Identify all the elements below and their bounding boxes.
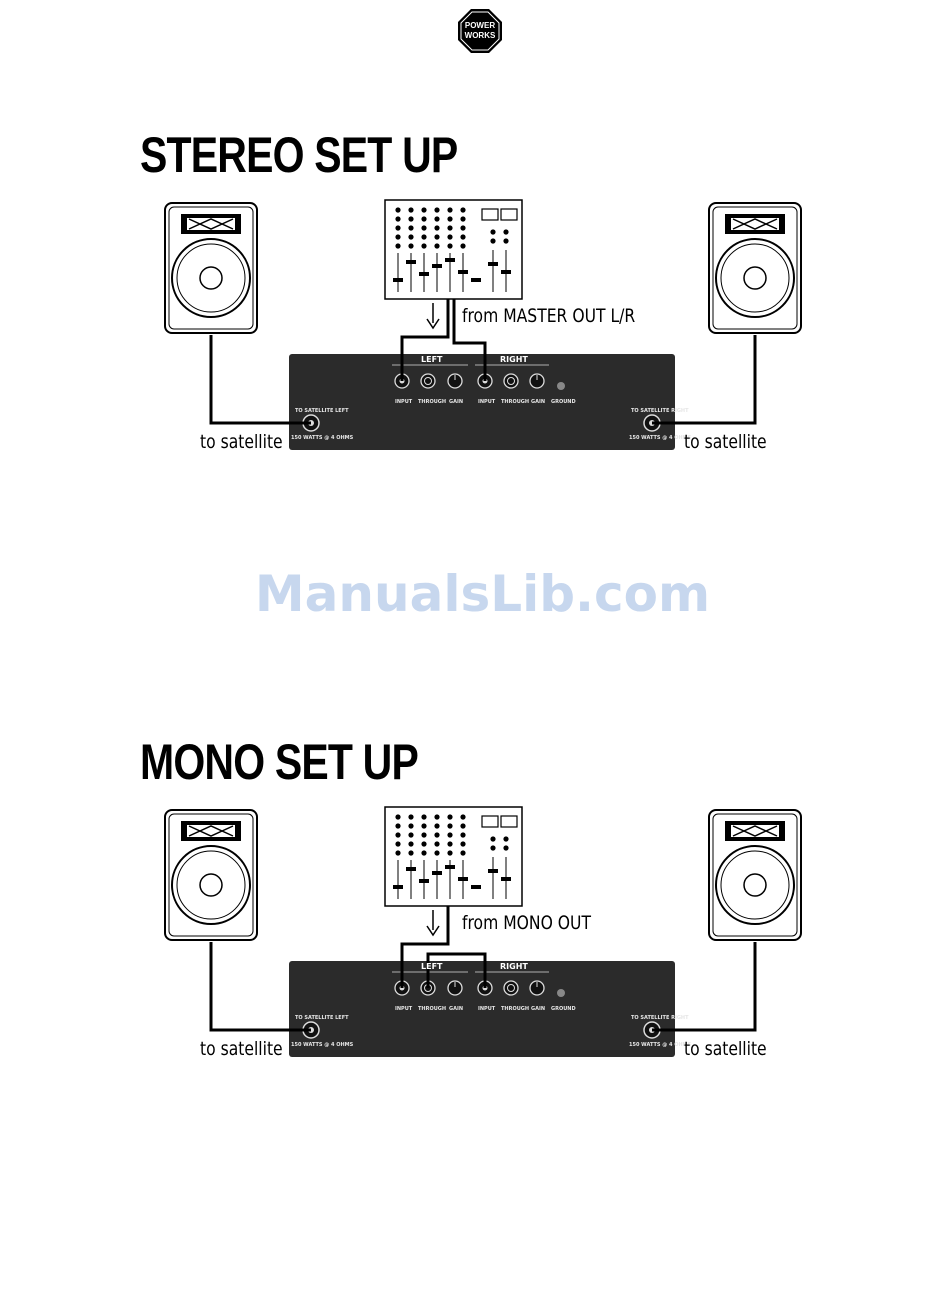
amp-through-label: THROUGH — [418, 1006, 447, 1012]
amp-power-left-label: 150 WATTS @ 4 OHMS — [291, 435, 354, 441]
cables — [209, 906, 757, 1032]
watermark: ManualsLib.com — [254, 565, 711, 623]
amp-left-channel-label: LEFT — [421, 355, 443, 364]
mono-setup-diagram: LEFT RIGHT INPUT THROUGH GAIN INPUT THRO… — [0, 802, 950, 1102]
mono-setup-title: MONO SET UP — [140, 734, 419, 790]
logo-line-2: WORKS — [465, 31, 496, 40]
right-speaker-icon — [708, 809, 802, 941]
right-satellite-label: to satellite — [684, 431, 767, 453]
left-satellite-label: to satellite — [200, 431, 283, 453]
source-label: from MASTER OUT L/R — [462, 305, 636, 327]
amp-ground-label: GROUND — [551, 399, 576, 405]
amp-input-label: INPUT — [395, 1006, 413, 1012]
amp-input-label: INPUT — [395, 399, 413, 405]
right-satellite-label: to satellite — [684, 1038, 767, 1060]
amp-out-left-label: TO SATELLITE LEFT — [295, 1015, 349, 1021]
amp-gain-label: GAIN — [449, 1006, 464, 1012]
amp-ground-label: GROUND — [551, 1006, 576, 1012]
mixer-icon — [384, 806, 523, 907]
stereo-setup-diagram: LEFT RIGHT INPUT THROUGH GAIN INPUT THRO… — [0, 195, 950, 495]
amp-input-right-label: INPUT — [478, 399, 496, 405]
left-speaker-icon — [164, 202, 258, 334]
amplifier-rear-panel — [289, 961, 675, 1057]
stereo-setup-title: STEREO SET UP — [140, 127, 458, 183]
power-works-logo-icon: POWER WORKS — [457, 8, 503, 54]
left-speaker-icon — [164, 809, 258, 941]
left-satellite-label: to satellite — [200, 1038, 283, 1060]
amp-through-label: THROUGH — [418, 399, 447, 405]
amp-power-left-label: 150 WATTS @ 4 OHMS — [291, 1042, 354, 1048]
mono-wiring-svg — [164, 806, 802, 1057]
amp-out-right-label: TO SATELLITE RIGHT — [631, 1015, 689, 1021]
amp-right-channel-label: RIGHT — [500, 355, 528, 364]
signal-arrow-icon — [426, 303, 440, 330]
amp-through-right-label: THROUGH — [501, 1006, 530, 1012]
cables — [209, 299, 757, 425]
amp-gain-label: GAIN — [449, 399, 464, 405]
amp-gain-right-label: GAIN — [531, 1006, 546, 1012]
right-speaker-icon — [708, 202, 802, 334]
amplifier-rear-panel — [289, 354, 675, 450]
amp-right-channel-label: RIGHT — [500, 962, 528, 971]
amp-power-right-label: 150 WATTS @ 4 OHMS — [629, 1042, 692, 1048]
mixer-icon — [384, 199, 523, 300]
amp-input-right-label: INPUT — [478, 1006, 496, 1012]
amp-power-right-label: 150 WATTS @ 4 OHMS — [629, 435, 692, 441]
amp-out-right-label: TO SATELLITE RIGHT — [631, 408, 689, 414]
signal-arrow-icon — [426, 910, 440, 937]
logo-line-1: POWER — [465, 21, 495, 30]
stereo-wiring-svg — [164, 199, 802, 450]
amp-left-channel-label: LEFT — [421, 962, 443, 971]
amp-through-right-label: THROUGH — [501, 399, 530, 405]
source-label: from MONO OUT — [462, 912, 591, 934]
amp-gain-right-label: GAIN — [531, 399, 546, 405]
amp-out-left-label: TO SATELLITE LEFT — [295, 408, 349, 414]
